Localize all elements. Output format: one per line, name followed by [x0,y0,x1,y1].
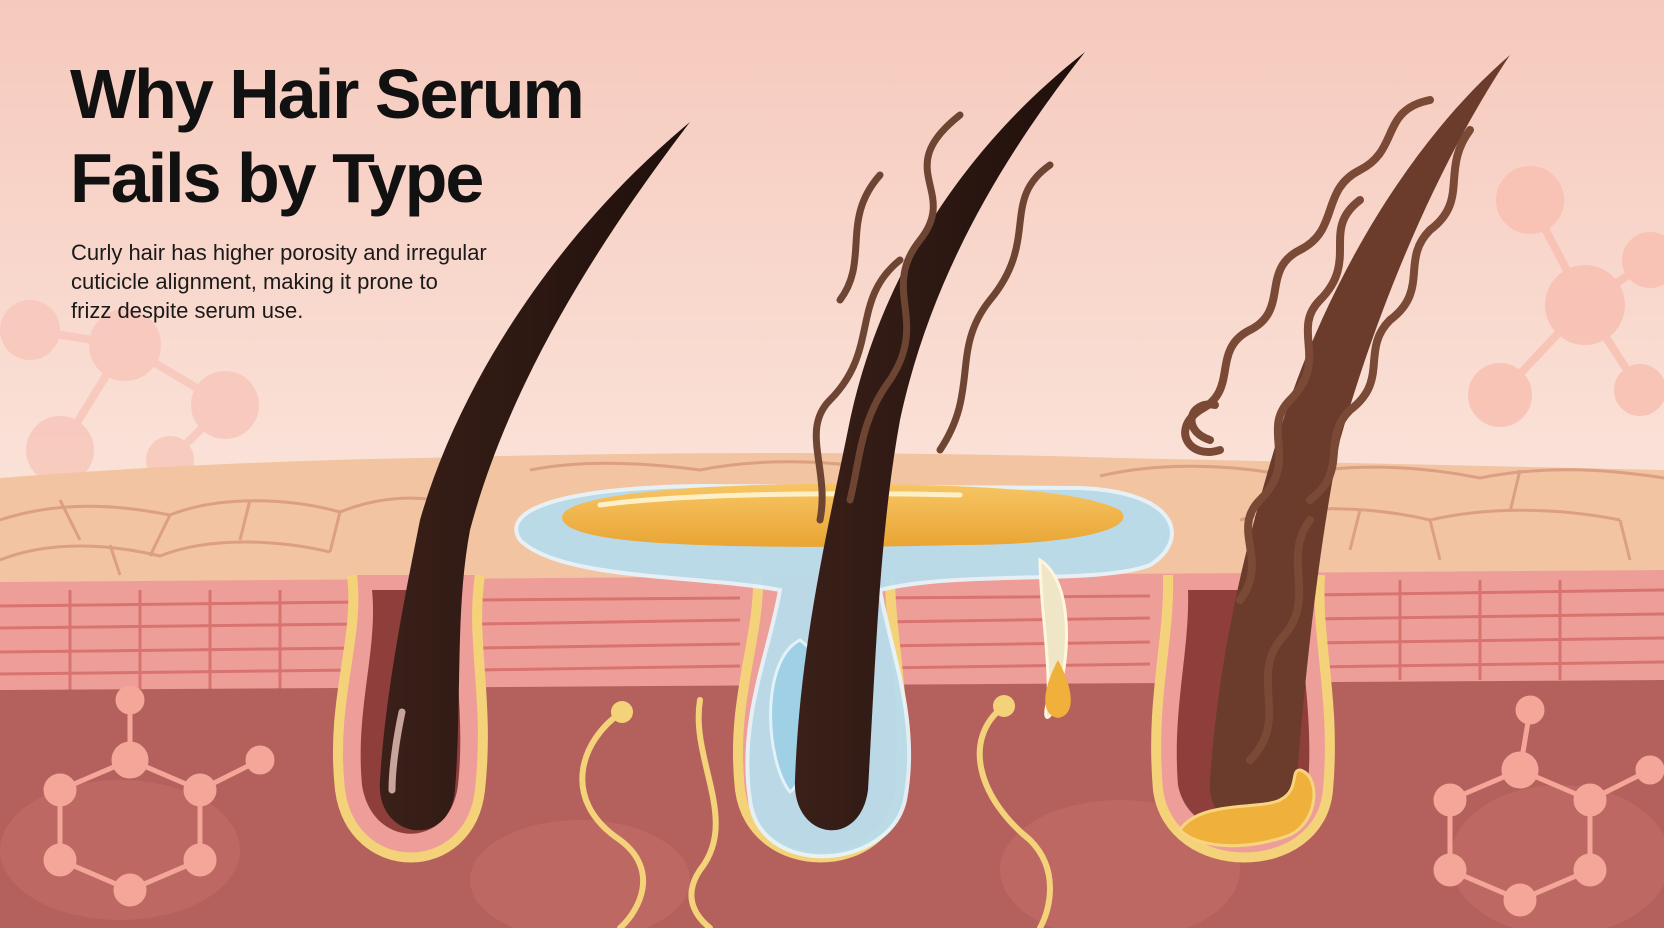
molecule-decoration-right-top [1468,166,1664,427]
nerve-ending [993,695,1015,717]
title-line-2: Fails by Type [70,139,484,217]
nerve-ending [611,701,633,723]
curl-strands [1181,96,1474,764]
hair-strand-wavy [794,52,1085,831]
description-line-3: frizz despite serum use. [71,298,304,323]
description-line-2: cuticicle alignment, making it prone to [71,269,438,294]
serum-residue-curly [1178,768,1316,848]
hair-strand-straight [379,122,690,831]
serum-highlight [597,491,963,508]
description-text: Curly hair has higher porosity and irreg… [71,238,541,325]
frizz-strands-wavy [812,111,1054,524]
molecule-decoration-right-bottom [1433,695,1664,917]
molecule-decoration-left-bottom [43,685,275,907]
serum-drop [1045,660,1071,718]
page-title: Why Hair Serum Fails by Type [70,52,585,220]
nerve-fibers [579,697,1053,928]
hair-shine-straight [388,708,406,794]
description-line-1: Curly hair has higher porosity and irreg… [71,240,487,265]
title-line-1: Why Hair Serum [70,55,585,133]
